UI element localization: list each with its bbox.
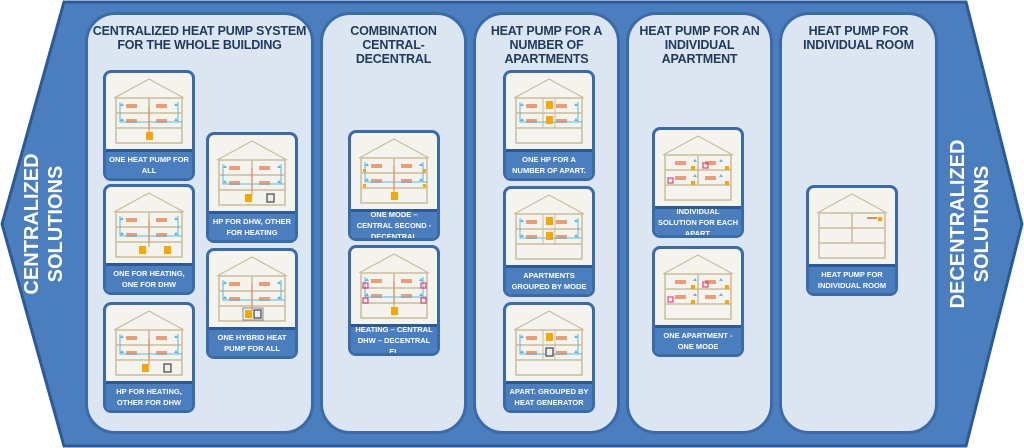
- solution-card: APARTMENTS GROUPED BY MODE: [503, 186, 595, 297]
- panel-title: HEAT PUMP FOR AN INDIVIDUAL APARTMENT: [639, 24, 760, 66]
- house-illustration-icon: [113, 310, 185, 376]
- solution-card: ONE MODE – CENTRAL SECOND - DECENTRAL: [348, 130, 440, 241]
- card-caption: APART. GROUPED BY HEAT GENERATOR: [506, 381, 592, 410]
- card-caption: ONE HEAT PUMP FOR ALL: [106, 149, 192, 178]
- solution-card: INDIVIDUAL SOLUTION FOR EACH APART.: [652, 127, 744, 238]
- label-line: CENTRALIZED: [21, 153, 43, 295]
- card-caption: INDIVIDUAL SOLUTION FOR EACH APART.: [655, 206, 741, 235]
- house-illustration-icon: [358, 253, 430, 319]
- house-illustration-icon: [358, 138, 430, 204]
- card-caption: HP FOR HEATING, OTHER FOR DHW: [106, 381, 192, 410]
- solution-card: ONE HEAT PUMP FOR ALL: [103, 70, 195, 181]
- card-caption: ONE MODE – CENTRAL SECOND - DECENTRAL: [351, 209, 437, 238]
- panel-title: CENTRALIZED HEAT PUMP SYSTEM FOR THE WHO…: [92, 24, 307, 52]
- solution-card: ONE HP FOR A NUMBER OF APART.: [503, 70, 595, 181]
- solution-card: HP FOR DHW, OTHER FOR HEATING: [206, 132, 298, 243]
- label-line: SOLUTIONS: [45, 165, 67, 283]
- solution-card: HEAT PUMP FOR INDIVIDUAL ROOM: [806, 185, 898, 296]
- house-illustration-icon: [216, 256, 288, 322]
- solution-card: ONE HYBRID HEAT PUMP FOR ALL: [206, 248, 298, 359]
- panel-title: HEAT PUMP FOR A NUMBER OF APARTMENTS: [490, 24, 603, 66]
- house-illustration-icon: [216, 140, 288, 206]
- solution-card: HP FOR HEATING, OTHER FOR DHW: [103, 302, 195, 413]
- label-line: SOLUTIONS: [971, 165, 993, 283]
- card-caption: ONE APARTMENT - ONE MODE: [655, 325, 741, 354]
- house-illustration-icon: [113, 192, 185, 258]
- card-caption: HP FOR DHW, OTHER FOR HEATING: [209, 211, 295, 240]
- card-caption: ONE HYBRID HEAT PUMP FOR ALL: [209, 327, 295, 356]
- solution-card: HEATING – CENTRAL DHW – DECENTRAL EL: [348, 245, 440, 356]
- card-caption: HEAT PUMP FOR INDIVIDUAL ROOM: [809, 264, 895, 293]
- card-caption: HEATING – CENTRAL DHW – DECENTRAL EL: [351, 324, 437, 353]
- centralized-solutions-label: CENTRALIZED SOLUTIONS: [20, 124, 68, 324]
- card-caption: ONE FOR HEATING, ONE FOR DHW: [106, 263, 192, 292]
- card-caption: APARTMENTS GROUPED BY MODE: [506, 265, 592, 294]
- panel-title: COMBINATION CENTRAL-DECENTRAL: [350, 24, 437, 66]
- solution-card: ONE FOR HEATING, ONE FOR DHW: [103, 184, 195, 295]
- label-line: DECENTRALIZED: [947, 139, 969, 309]
- house-illustration-icon: [513, 310, 585, 376]
- solution-card: APART. GROUPED BY HEAT GENERATOR: [503, 302, 595, 413]
- house-illustration-icon: [513, 78, 585, 144]
- decentralized-solutions-label: DECENTRALIZED SOLUTIONS: [946, 124, 994, 324]
- panel-title: HEAT PUMP FOR INDIVIDUAL ROOM: [803, 24, 914, 52]
- house-illustration-icon: [662, 135, 734, 201]
- house-illustration-icon: [816, 193, 888, 259]
- card-caption: ONE HP FOR A NUMBER OF APART.: [506, 149, 592, 178]
- house-illustration-icon: [662, 254, 734, 320]
- house-illustration-icon: [513, 194, 585, 260]
- solution-card: ONE APARTMENT - ONE MODE: [652, 246, 744, 357]
- house-illustration-icon: [113, 78, 185, 144]
